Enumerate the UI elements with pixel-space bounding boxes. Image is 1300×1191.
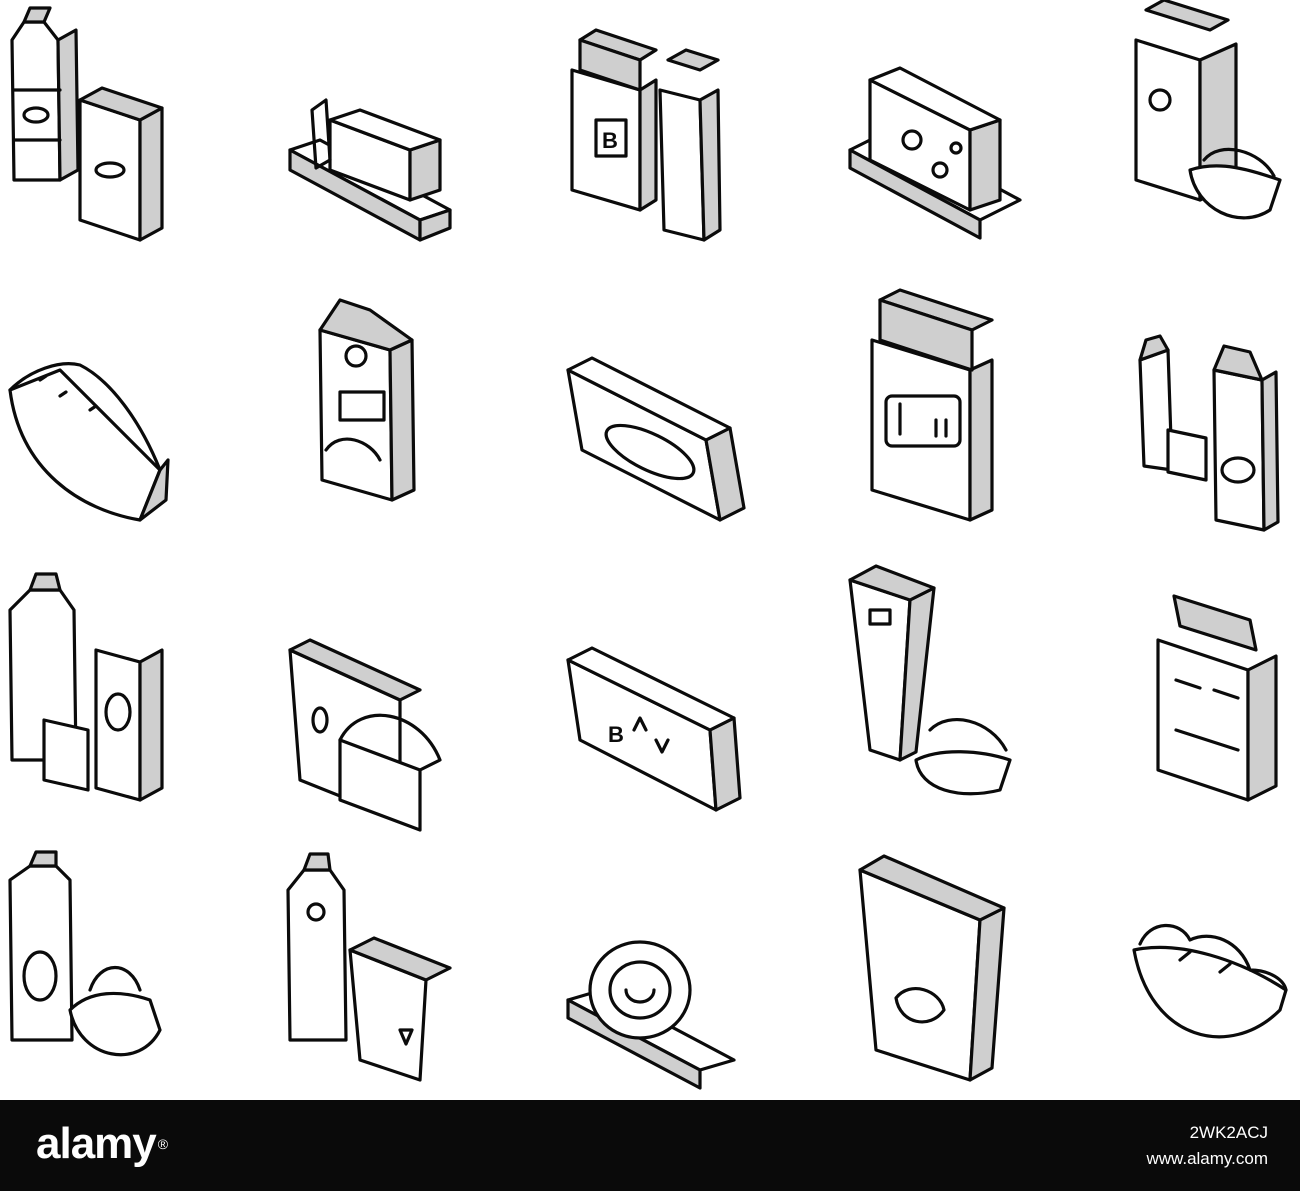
cream-cheese-tray-icon (566, 356, 746, 522)
butter-block-icon (288, 98, 452, 242)
protein-jar-icon (1156, 594, 1278, 802)
cottage-cheese-cup-icon (288, 638, 442, 832)
milk-bottles-and-glass-icon (8, 572, 164, 802)
yogurt-cup-icon (858, 854, 1006, 1082)
alamy-logo: alamy® (36, 1116, 168, 1172)
jar-and-bottle-icon: B (570, 28, 722, 242)
registered-mark: ® (157, 1136, 168, 1152)
jar-label: B (602, 128, 618, 153)
image-id: 2WK2ACJ (1189, 1123, 1268, 1142)
milk-bottle-and-carton-icon (10, 6, 164, 242)
cheese-roll-icon (566, 940, 736, 1090)
cottage-cheese-bowl-icon (8, 362, 170, 522)
salad-bowl-icon (1132, 923, 1288, 1039)
brand-wordmark: alamy (36, 1119, 157, 1168)
swiss-cheese-icon (848, 66, 1022, 240)
isometric-dairy-icon-set: B (8, 0, 1288, 1090)
drink-bottle-and-yogurt-cup-icon (286, 852, 452, 1082)
site-url[interactable]: www.alamy.com (1146, 1149, 1268, 1168)
kefir-bottles-icon (1138, 334, 1280, 532)
tub-label: B (608, 722, 624, 747)
yogurt-jar-icon (870, 288, 994, 522)
spread-tub-icon: B (566, 646, 742, 812)
bottle-and-whipped-cream-icon (8, 850, 162, 1057)
cream-carton-icon (318, 298, 416, 502)
milk-pack-and-bowl-icon (1134, 0, 1282, 220)
stock-footer-bar: alamy® 2WK2ACJ www.alamy.com (0, 1100, 1300, 1191)
cream-tube-and-bowl-icon (848, 564, 1012, 796)
